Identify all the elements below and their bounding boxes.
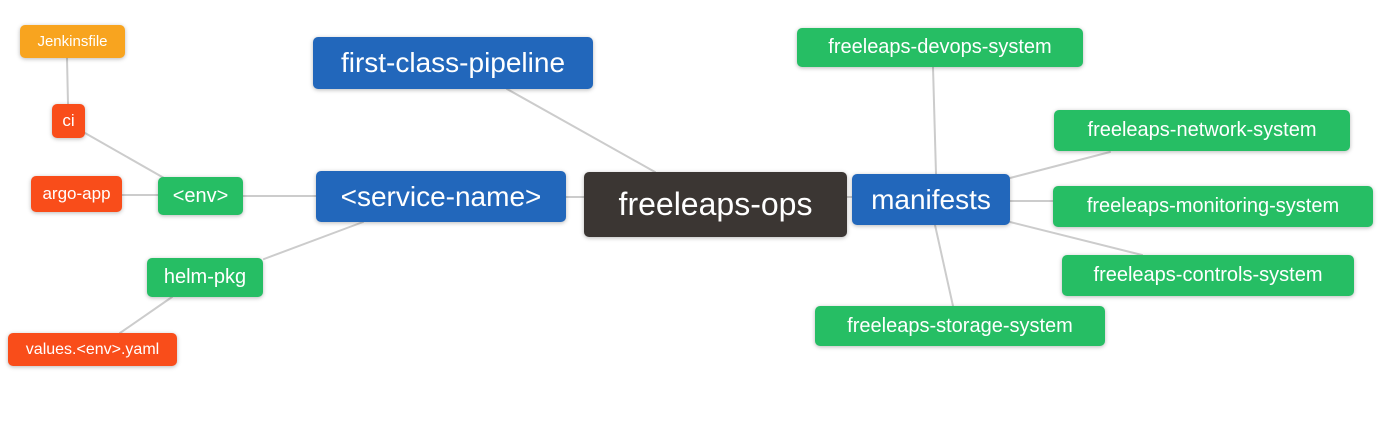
node-values-env-yaml[interactable]: values.<env>.yaml [8, 333, 177, 366]
edge-manifests-to-freeleaps-network-system [1009, 151, 1111, 179]
node-env[interactable]: <env> [158, 177, 243, 215]
node-freeleaps-devops-system[interactable]: freeleaps-devops-system [797, 28, 1083, 67]
node-freeleaps-monitoring-system[interactable]: freeleaps-monitoring-system [1053, 186, 1373, 227]
edge-manifests-to-freeleaps-devops-system [932, 66, 937, 175]
edge-ci-to-env [84, 132, 165, 179]
edge-first-class-pipeline-to-freeleaps-ops [506, 88, 656, 173]
node-manifests[interactable]: manifests [852, 174, 1010, 225]
node-freeleaps-network-system[interactable]: freeleaps-network-system [1054, 110, 1350, 151]
node-argo-app[interactable]: argo-app [31, 176, 122, 212]
node-freeleaps-controls-system[interactable]: freeleaps-controls-system [1062, 255, 1354, 296]
node-helm-pkg[interactable]: helm-pkg [147, 258, 263, 297]
node-jenkinsfile[interactable]: Jenkinsfile [20, 25, 125, 58]
node-ci[interactable]: ci [52, 104, 85, 138]
edge-helm-pkg-to-values-env-yaml [119, 296, 173, 334]
edge-jenkinsfile-to-ci [66, 57, 69, 105]
edge-manifests-to-freeleaps-storage-system [934, 224, 954, 307]
edge-service-name-to-helm-pkg [263, 221, 364, 260]
node-first-class-pipeline[interactable]: first-class-pipeline [313, 37, 593, 89]
node-service-name[interactable]: <service-name> [316, 171, 566, 222]
node-freeleaps-ops[interactable]: freeleaps-ops [584, 172, 847, 237]
node-freeleaps-storage-system[interactable]: freeleaps-storage-system [815, 306, 1105, 346]
